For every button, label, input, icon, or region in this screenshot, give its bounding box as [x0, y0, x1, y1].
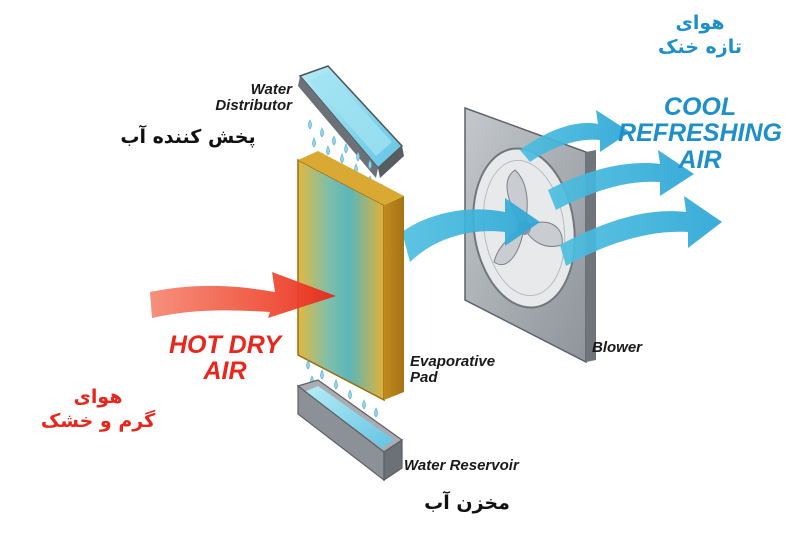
- hot-dry-air-label-line1: HOT DRY: [168, 331, 282, 359]
- cool-air-persian-label: هوای تازه خنک: [640, 12, 760, 58]
- cool-air-label-line1: COOL: [663, 93, 737, 121]
- hot-dry-air-persian-line2: گرم و خشک: [40, 409, 156, 432]
- evaporative-pad-label-line2: Pad: [410, 368, 438, 386]
- cool-air-persian-line1: هوای: [675, 12, 725, 34]
- cool-air-arrows: [402, 110, 722, 266]
- hot-dry-air-label: HOT DRY AIR: [160, 332, 290, 385]
- hot-air-arrow: [150, 272, 336, 318]
- hot-dry-air-persian-line1: هوای: [73, 386, 123, 408]
- hot-dry-air-persian-label: هوای گرم و خشک: [28, 386, 168, 432]
- water-distributor-persian-label: پخش کننده آب: [120, 126, 256, 148]
- cool-air-label-line2: REFRESHING: [618, 119, 782, 148]
- water-reservoir: [296, 379, 404, 482]
- evaporative-pad-label: Evaporative Pad: [410, 354, 495, 386]
- water-reservoir-label: Water Reservoir: [404, 457, 519, 474]
- cool-air-label-line3: AIR: [678, 145, 722, 174]
- cool-refreshing-air-label: COOL REFRESHING AIR: [614, 94, 786, 173]
- water-distributor-label-line2: Distributor: [215, 96, 292, 114]
- evaporative-pad: [297, 151, 404, 402]
- hot-dry-air-label-line2: AIR: [203, 357, 247, 386]
- water-distributor-label: Water Distributor: [212, 82, 292, 114]
- cool-air-persian-line2: تازه خنک: [658, 35, 742, 58]
- water-distributor-label-line1: Water: [250, 81, 292, 98]
- evaporative-pad-label-line1: Evaporative: [410, 353, 496, 370]
- blower-label: Blower: [592, 339, 643, 356]
- water-reservoir-persian-label: مخزن آب: [424, 492, 510, 514]
